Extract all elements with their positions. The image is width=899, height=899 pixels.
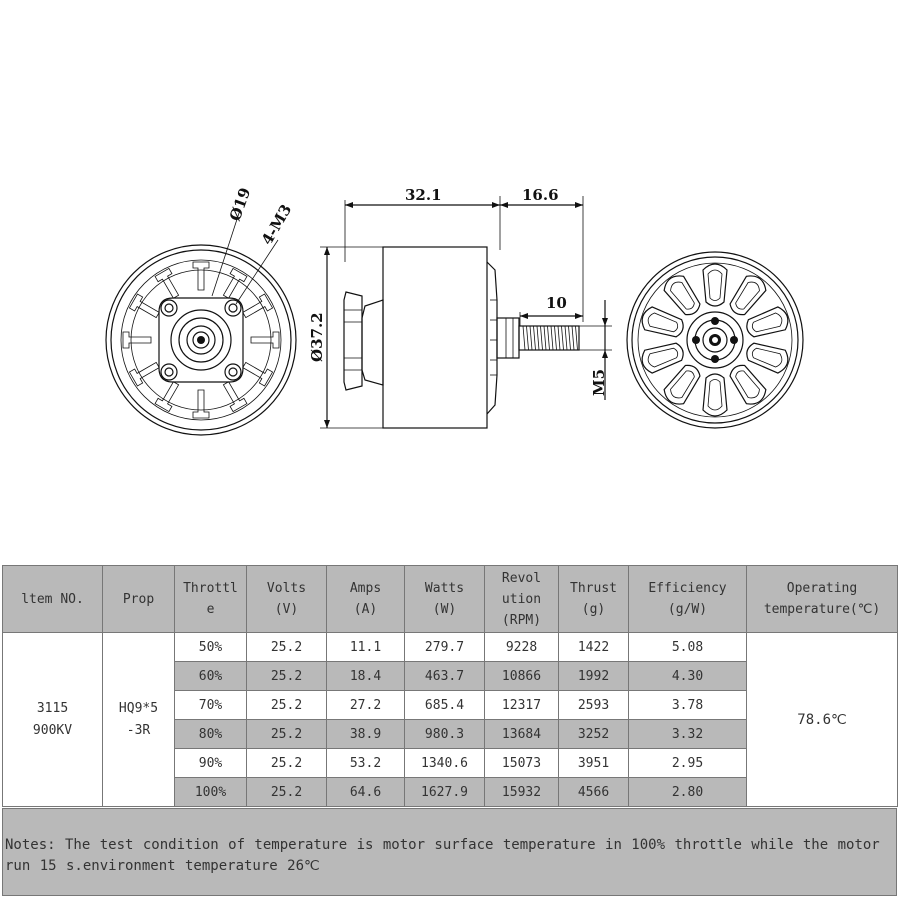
item-no-line: 900KV [32, 722, 73, 738]
bolt-circle-dim: Ø19 [226, 185, 255, 223]
header-line: Operating [786, 581, 858, 596]
header-line: Throttl [183, 581, 238, 596]
header-line: (W) [432, 602, 457, 617]
header-operating-temp: Operating temperature(℃) [746, 565, 898, 633]
cell-throttle: 90% [174, 748, 247, 778]
cell-rpm: 15932 [484, 777, 559, 807]
cell-amps: 64.6 [326, 777, 405, 807]
cell-thrust: 3951 [558, 748, 629, 778]
cell-rpm: 10866 [484, 661, 559, 691]
header-line: (RPM) [501, 612, 542, 628]
header-watts: Watts (W) [404, 565, 485, 633]
cell-thrust: 4566 [558, 777, 629, 807]
header-volts: Volts (V) [246, 565, 327, 633]
header-line: (g) [581, 602, 606, 617]
cell-throttle: 60% [174, 661, 247, 691]
item-no-cell: 3115 900KV [2, 632, 103, 807]
motor-front-view [105, 209, 297, 436]
cell-rpm: 9228 [484, 632, 559, 662]
cell-watts: 1627.9 [404, 777, 485, 807]
header-line: (g/W) [667, 602, 708, 617]
cell-volts: 25.2 [246, 748, 327, 778]
spec-table: ltem NO. Prop Throttl e Volts (V) Amps (A) Watts… [2, 565, 898, 807]
header-amps: Amps (A) [326, 565, 405, 633]
header-line: (V) [274, 602, 299, 617]
diameter-dim: Ø37.2 [308, 312, 326, 362]
motor-side-view [320, 196, 612, 429]
cell-volts: 25.2 [246, 632, 327, 662]
cell-efficiency: 3.32 [628, 719, 747, 749]
header-efficiency: Efficiency (g/W) [628, 565, 747, 633]
test-notes: Notes: The test condition of temperature… [2, 808, 897, 896]
cell-rpm: 13684 [484, 719, 559, 749]
cell-watts: 685.4 [404, 690, 485, 720]
cell-amps: 53.2 [326, 748, 405, 778]
header-line: ltem NO. [21, 591, 84, 607]
cell-watts: 980.3 [404, 719, 485, 749]
mount-holes-dim: 4-M3 [258, 201, 295, 248]
cell-throttle: 80% [174, 719, 247, 749]
cell-rpm: 15073 [484, 748, 559, 778]
cell-volts: 25.2 [246, 690, 327, 720]
motor-technical-drawing: Ø19 4-M3 [105, 185, 804, 436]
header-item-no: ltem NO. [2, 565, 103, 633]
header-line: Prop [122, 591, 155, 607]
prop-line: HQ9*5 [118, 700, 159, 716]
cell-throttle: 100% [174, 777, 247, 807]
header-line: ution [501, 591, 542, 607]
cell-efficiency: 5.08 [628, 632, 747, 662]
cell-amps: 18.4 [326, 661, 405, 691]
header-line: Revol [501, 570, 542, 586]
header-line: e [206, 602, 215, 617]
header-line: Watts [424, 581, 465, 596]
header-line: Volts [266, 581, 307, 596]
cell-efficiency: 3.78 [628, 690, 747, 720]
cell-efficiency: 2.95 [628, 748, 747, 778]
total-width-dim: 32.1 [405, 186, 442, 204]
cell-amps: 11.1 [326, 632, 405, 662]
cell-volts: 25.2 [246, 661, 327, 691]
cell-thrust: 1992 [558, 661, 629, 691]
cell-watts: 1340.6 [404, 748, 485, 778]
cell-efficiency: 2.80 [628, 777, 747, 807]
operating-temp-cell: 78.6℃ [746, 632, 898, 807]
cell-watts: 463.7 [404, 661, 485, 691]
cell-throttle: 70% [174, 690, 247, 720]
item-no-line: 3115 [36, 700, 69, 716]
cell-thrust: 3252 [558, 719, 629, 749]
thread-length-dim: 10 [546, 294, 567, 312]
cell-watts: 279.7 [404, 632, 485, 662]
header-line: Amps [349, 581, 382, 596]
table-header-row: ltem NO. Prop Throttl e Volts (V) Amps (A) Watts… [2, 565, 898, 633]
header-throttle: Throttl e [174, 565, 247, 633]
motor-rear-view [626, 251, 804, 429]
shaft-size-dim: M5 [590, 369, 608, 396]
header-prop: Prop [102, 565, 175, 633]
header-thrust: Thrust (g) [558, 565, 629, 633]
header-revolution: Revol ution (RPM) [484, 565, 559, 633]
cell-thrust: 2593 [558, 690, 629, 720]
prop-line: -3R [126, 722, 151, 738]
header-line: (A) [353, 602, 378, 617]
cell-thrust: 1422 [558, 632, 629, 662]
cell-rpm: 12317 [484, 690, 559, 720]
cell-volts: 25.2 [246, 777, 327, 807]
spec-table-wrapper: ltem NO. Prop Throttl e Volts (V) Amps (A) Watts… [2, 565, 898, 807]
prop-cell: HQ9*5 -3R [102, 632, 175, 807]
cell-amps: 38.9 [326, 719, 405, 749]
shaft-length-dim: 16.6 [522, 186, 559, 204]
header-line: Efficiency [648, 581, 727, 596]
header-line: Thrust [570, 581, 617, 596]
header-line: temperature(℃) [763, 602, 881, 617]
cell-volts: 25.2 [246, 719, 327, 749]
cell-throttle: 50% [174, 632, 247, 662]
cell-amps: 27.2 [326, 690, 405, 720]
cell-efficiency: 4.30 [628, 661, 747, 691]
